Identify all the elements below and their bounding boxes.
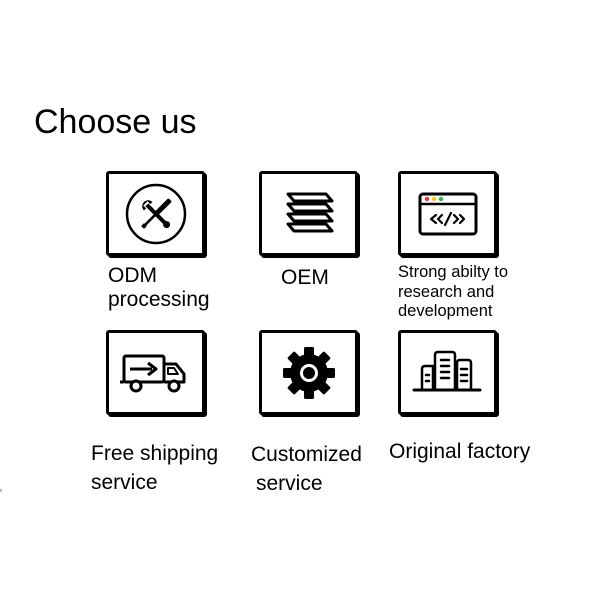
research-label-line: Strong abilty to [398,263,509,281]
oem-label-line: OEM [281,266,329,289]
research-card [398,171,497,256]
research-label-line: development [398,302,493,320]
oem-label: OEM [281,266,329,290]
shipping-label-line: service [91,471,158,494]
factory-buildings-icon [412,350,481,391]
odm-label-line: processing [108,288,210,311]
odm-label: ODM processing [108,264,210,312]
page-title: Choose us [34,103,197,141]
edge-mark [0,489,2,492]
stack-icon [286,192,333,232]
research-label-line: research and [398,282,495,301]
customized-label-line: Customized [251,443,362,466]
customized-label-line: service [256,472,323,495]
customized-card [259,330,358,415]
research-label: Strong abilty to research and developmen… [398,263,508,322]
odm-label-line: ODM [108,264,157,287]
delivery-truck-icon [119,354,185,392]
factory-label: Original factory [389,440,530,464]
factory-label-line: Original factory [389,440,531,463]
tools-icon [125,183,186,244]
shipping-card [106,330,205,415]
shipping-label-line: Free shipping [91,442,219,465]
odm-card [106,171,205,256]
gear-icon [282,346,335,399]
factory-card [398,330,497,415]
code-window-icon [418,192,477,235]
shipping-label: Free shipping service [91,439,218,497]
oem-card [259,171,358,256]
customized-label: Customized service [251,440,362,498]
